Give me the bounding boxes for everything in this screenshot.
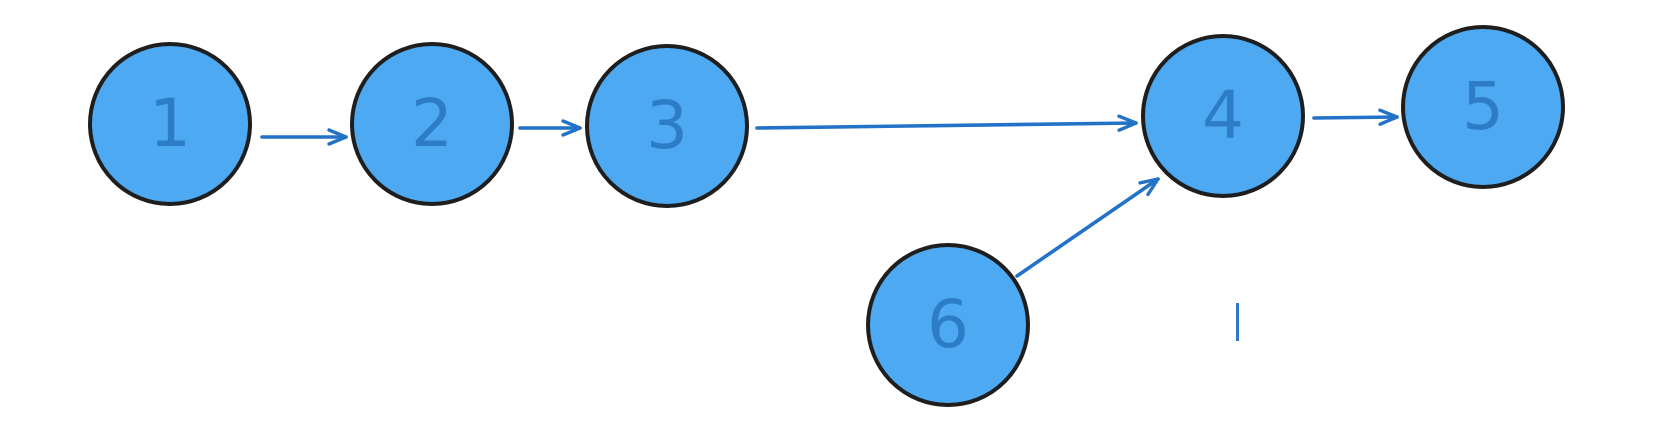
- node-5-label: 5: [1462, 68, 1504, 145]
- node-6[interactable]: 6: [866, 243, 1030, 407]
- node-2-label: 2: [411, 85, 453, 162]
- arrow-6-to-4[interactable]: [1015, 177, 1160, 278]
- node-1[interactable]: 1: [88, 42, 252, 206]
- node-4[interactable]: 4: [1141, 34, 1305, 198]
- arrow-4-to-5[interactable]: [1312, 108, 1399, 126]
- node-3[interactable]: 3: [585, 44, 749, 208]
- text-caret: [1236, 303, 1239, 341]
- node-6-label: 6: [927, 286, 969, 363]
- node-5[interactable]: 5: [1401, 25, 1565, 189]
- node-4-label: 4: [1202, 77, 1244, 154]
- node-3-label: 3: [646, 87, 688, 164]
- arrow-3-to-4[interactable]: [755, 114, 1138, 132]
- node-1-label: 1: [149, 85, 191, 162]
- node-2[interactable]: 2: [350, 42, 514, 206]
